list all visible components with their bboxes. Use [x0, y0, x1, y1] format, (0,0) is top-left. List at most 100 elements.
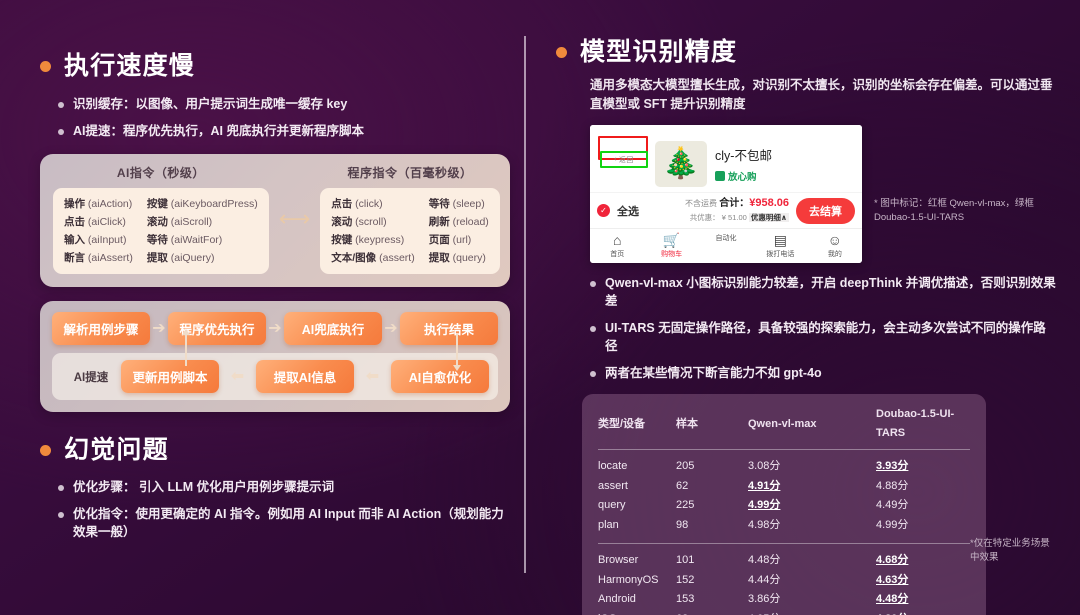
checkout-button[interactable]: 去结算: [796, 197, 855, 224]
flow-arrow-left-icon: ⬅: [365, 367, 380, 385]
flow-connector-down: [453, 334, 461, 371]
qwen-score: 3.86分: [748, 593, 781, 605]
sample-count: 225: [676, 499, 695, 511]
doubao-score: 4.30分: [876, 610, 970, 615]
command-item: 按键 (keypress): [331, 234, 405, 246]
page-title: 执行速度慢: [64, 52, 196, 80]
table-row: iOS684.05分4.30分: [598, 610, 970, 615]
screenshot-row: ‹ 返回 🎄 cly-不包邮 放心购: [590, 125, 1056, 263]
back-chevron-icon: ‹: [614, 156, 617, 163]
tag-label: 放心购: [728, 172, 757, 183]
table-header-divider: [598, 449, 970, 450]
nav-item-拨打电话[interactable]: ▤ 拨打电话: [753, 232, 807, 259]
sample-count: 68: [676, 610, 748, 615]
nav-icon: ⌂: [612, 232, 622, 248]
product-tag: 放心购: [715, 169, 855, 183]
shield-icon: [715, 171, 725, 181]
flow-step-result: 执行结果: [400, 312, 498, 345]
program-command-column: 程序指令（百毫秒级） 点击 (click) 等待 (sleep) 滚动 (scrol…: [320, 164, 500, 274]
section-heading-hallucination: 幻觉问题: [40, 438, 510, 463]
shipping-note: 不含运费: [685, 199, 717, 208]
command-comparison-panel: AI指令（秒级） 操作 (aiAction)按键 (aiKeyboardPres…: [40, 154, 510, 287]
command-item: 点击 (aiClick): [64, 216, 126, 228]
list-item: 识别缓存：以图像、用户提示词生成唯一缓存 key: [58, 95, 510, 113]
sample-count: 205: [676, 460, 695, 472]
list-item: Qwen-vl-max 小图标识别能力较差，开启 deepThink 并调优描述…: [590, 274, 1056, 310]
command-item: 滚动 (scroll): [331, 216, 387, 228]
product-thumbnail: 🎄: [655, 141, 707, 187]
nav-item-自动化[interactable]: 自动化: [699, 232, 753, 259]
best-score: 4.99分: [748, 499, 781, 511]
bullet-dot-icon: [590, 281, 596, 287]
sample-count: 62: [676, 479, 689, 492]
flow-step-update-script: 更新用例脚本: [121, 360, 219, 393]
row-label: assert: [598, 479, 628, 492]
bullet-dot-icon: [556, 47, 567, 58]
bullet-dot-icon: [40, 61, 51, 72]
best-score: 4.63分: [876, 573, 909, 586]
flow-step-ai-fallback: AI兜底执行: [284, 312, 382, 345]
select-all-label[interactable]: 全选: [617, 205, 639, 218]
best-score: 4.48分: [876, 593, 909, 605]
sample-count: 153: [676, 593, 695, 605]
command-item: 提取 (query): [428, 252, 486, 264]
bullet-dot-icon: [590, 371, 596, 377]
flow-arrow-icon: ➔: [268, 319, 282, 337]
doubao-score: 4.63分: [876, 571, 970, 591]
flow-step-extract-ai: 提取AI信息: [256, 360, 354, 393]
sample-count: 152: [676, 573, 695, 586]
list-item: 两者在某些情况下断言能力不如 gpt-4o: [590, 364, 1056, 382]
command-item: 操作 (aiAction): [64, 198, 133, 210]
best-score: 3.93分: [876, 460, 909, 472]
back-label: 返回: [618, 156, 634, 164]
annotation-box-red: [598, 136, 648, 160]
command-item: 点击 (click): [331, 198, 383, 210]
bullet-text: AI提速：程序优先执行，AI 兜底执行并更新程序脚本: [73, 124, 364, 138]
row-label: locate: [598, 460, 628, 472]
nav-label: 拨打电话: [766, 251, 795, 258]
doubao-score: 4.48分: [876, 590, 970, 610]
flow-bottom-row: AI提速 更新用例脚本 ⬅ 提取AI信息 ⬅ AI自愈优化: [52, 353, 498, 400]
nav-label: 我的: [827, 251, 842, 258]
program-command-title: 程序指令（百毫秒级）: [347, 166, 473, 180]
christmas-tree-icon: 🎄: [662, 147, 700, 180]
bullet-dot-icon: [590, 326, 596, 332]
column-header: 样本: [676, 417, 698, 430]
command-item: 等待 (sleep): [428, 198, 485, 210]
flow-connector-up: [182, 329, 190, 366]
doubao-score: 4.88分: [876, 479, 909, 492]
nav-item-购物车[interactable]: 🛒购物车: [644, 232, 698, 259]
bidirectional-arrow-icon: ⟷: [279, 164, 311, 274]
checkbox-checked-icon[interactable]: ✓: [597, 204, 610, 217]
flow-step-program-first: 程序优先执行: [168, 312, 266, 345]
table-row: locate 205 3.08分 3.93分: [598, 457, 970, 477]
product-title: cly-不包邮: [715, 149, 772, 163]
doubao-score: 4.68分: [876, 551, 970, 571]
section-title: 幻觉问题: [64, 436, 169, 464]
bullet-text: Qwen-vl-max 小图标识别能力较差，开启 deepThink 并调优描述…: [605, 276, 1056, 308]
qwen-score: 3.08分: [748, 460, 781, 472]
nav-icon: 🛒: [662, 232, 681, 248]
table-footnote: *仅在特定业务场景中效果: [970, 538, 1050, 563]
bullet-dot-icon: [40, 445, 51, 456]
command-item: 页面 (url): [428, 234, 472, 246]
command-item: 滚动 (aiScroll): [146, 216, 213, 228]
command-item: 按键 (aiKeyboardPress): [146, 198, 258, 210]
right-column: 模型识别精度 通用多模态大模型擅长生成，对识别不太擅长，识别的坐标会存在偏差。可…: [556, 40, 1056, 615]
flow-group-label: AI提速: [73, 371, 109, 384]
table-row: Android 153 3.86分 4.48分: [598, 590, 970, 610]
bullet-text: 优化指令：使用更确定的 AI 指令。例如用 AI Input 而非 AI Act…: [73, 507, 504, 539]
command-item: 等待 (aiWaitFor): [146, 234, 223, 246]
nav-icon: ▤: [773, 232, 788, 248]
row-label: Android: [598, 593, 636, 605]
command-item: 输入 (aiInput): [64, 234, 127, 246]
screenshot-statusbar: [590, 125, 862, 137]
nav-item-我的[interactable]: ☺我的: [808, 232, 862, 259]
nav-item-首页[interactable]: ⌂首页: [590, 232, 644, 259]
discount-detail-link[interactable]: 优惠明细∧: [748, 213, 789, 222]
exec-speed-bullets: 识别缓存：以图像、用户提示词生成唯一缓存 key AI提速：程序优先执行，AI …: [58, 95, 510, 140]
